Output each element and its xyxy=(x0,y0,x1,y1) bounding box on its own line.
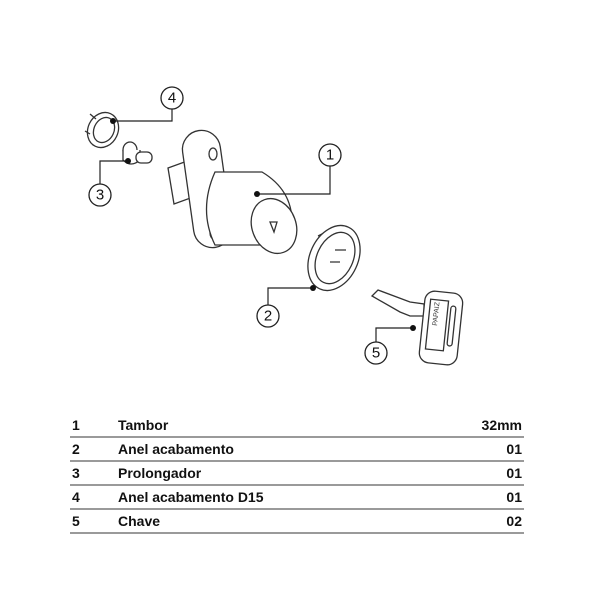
callout-label-1: 1 xyxy=(326,147,334,164)
callout-3 xyxy=(88,183,112,207)
part-number: 3 xyxy=(72,465,80,481)
callout-label-5: 5 xyxy=(372,345,380,362)
part-name: Anel acabamento D15 xyxy=(118,489,264,505)
callout-label-2: 2 xyxy=(264,308,272,325)
parts-list-table: 1 Tambor 32mm 2 Anel acabamento 01 3 Pro… xyxy=(70,414,524,534)
callout-2 xyxy=(256,304,280,328)
part-quantity: 01 xyxy=(506,441,522,457)
key-brand-logo: PAPAIZ xyxy=(432,301,442,326)
part-number: 1 xyxy=(72,417,80,433)
finishing-ring xyxy=(307,224,361,292)
lock-cylinder xyxy=(167,129,298,255)
part-number: 4 xyxy=(72,489,80,505)
exploded-lock-diagram: PAPAIZ 1 2 3 4 5 xyxy=(84,86,464,366)
part-quantity: 01 xyxy=(506,465,522,481)
table-row: 3 Prolongador 01 xyxy=(70,462,524,486)
callout-4 xyxy=(160,86,184,110)
part-quantity: 32mm xyxy=(481,417,522,433)
part-name: Tambor xyxy=(118,417,169,433)
part-quantity: 01 xyxy=(506,489,522,505)
part-number: 2 xyxy=(72,441,80,457)
part-quantity: 02 xyxy=(506,513,522,529)
callout-5 xyxy=(364,341,388,365)
callout-label-3: 3 xyxy=(96,187,104,204)
part-name: Anel acabamento xyxy=(118,441,234,457)
finishing-ring-d15 xyxy=(84,111,120,149)
extension-pin xyxy=(122,141,153,165)
callout-label-4: 4 xyxy=(168,90,176,107)
table-row: 4 Anel acabamento D15 01 xyxy=(70,486,524,510)
part-name: Prolongador xyxy=(118,465,202,481)
key: PAPAIZ xyxy=(370,289,464,366)
part-number: 5 xyxy=(72,513,80,529)
table-row: 2 Anel acabamento 01 xyxy=(70,438,524,462)
callout-1 xyxy=(318,143,342,167)
part-name: Chave xyxy=(118,513,161,529)
table-row: 5 Chave 02 xyxy=(70,510,524,534)
table-row: 1 Tambor 32mm xyxy=(70,414,524,438)
